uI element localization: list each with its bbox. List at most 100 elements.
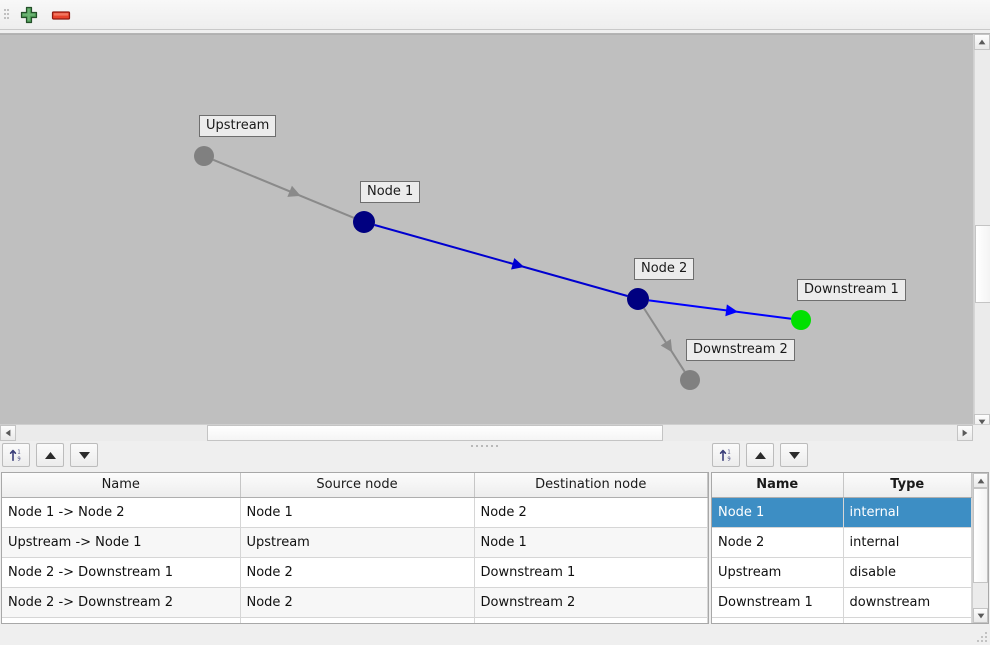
edge-table-column-header[interactable]: Source node (240, 473, 475, 498)
node-cell-type[interactable]: internal (843, 497, 972, 528)
toolbar-drag-handle[interactable] (4, 9, 9, 22)
node-cell-type[interactable]: disable (843, 557, 972, 588)
node-label-node2[interactable]: Node 2 (634, 258, 695, 280)
scroll-track[interactable] (974, 50, 990, 414)
add-button[interactable] (16, 4, 42, 26)
node-table-column-header[interactable]: Type (843, 473, 972, 498)
node-move-up-button[interactable] (746, 443, 774, 467)
edge-cell-name[interactable]: Upstream -> Node 1 (2, 527, 241, 558)
sort-arrows-icon: 1 9 (9, 449, 21, 462)
edge-arrowhead-node2-downstream2 (660, 339, 673, 353)
edge-move-down-button[interactable] (70, 443, 98, 467)
scroll-thumb[interactable] (973, 488, 988, 583)
svg-text:9: 9 (17, 456, 20, 462)
scroll-up-button[interactable] (973, 473, 988, 488)
node-cell-name[interactable]: Node 1 (712, 497, 844, 528)
graph-node-upstream[interactable] (194, 146, 214, 166)
edge-arrowhead-upstream-node1 (287, 185, 301, 197)
triangle-down-icon (978, 419, 986, 425)
node-cell-type[interactable]: downstream (843, 587, 972, 618)
scroll-down-button[interactable] (973, 608, 988, 623)
node-cell-name[interactable]: Upstream (712, 557, 844, 588)
edge-table-column-header[interactable]: Destination node (474, 473, 708, 498)
graph-horizontal-scrollbar[interactable] (0, 424, 990, 441)
triangle-up-icon (977, 478, 984, 483)
scrollbar-corner (973, 425, 990, 441)
edge-cell-empty (240, 617, 475, 623)
edge-cell-source-node[interactable]: Upstream (240, 527, 475, 558)
edge-table-empty-row (2, 617, 708, 623)
scroll-right-button[interactable] (957, 425, 973, 441)
main-toolbar (0, 0, 990, 30)
window-resize-grip[interactable] (977, 632, 987, 642)
scroll-thumb[interactable] (207, 425, 663, 441)
triangle-up-icon (754, 451, 766, 459)
node-table-empty-row (712, 617, 972, 623)
node-cell-type[interactable]: internal (843, 527, 972, 558)
panel-splitter[interactable] (0, 441, 990, 450)
graph-edge-node2-downstream2[interactable] (643, 307, 686, 373)
edge-cell-destination-node[interactable]: Downstream 1 (474, 557, 708, 588)
triangle-down-icon (977, 613, 984, 618)
node-cell-name[interactable]: Downstream 1 (712, 587, 844, 618)
node-label-downstream1[interactable]: Downstream 1 (797, 279, 906, 301)
triangle-up-icon (44, 451, 56, 459)
edge-cell-source-node[interactable]: Node 1 (240, 497, 475, 528)
node-label-upstream[interactable]: Upstream (199, 115, 277, 137)
scroll-up-button[interactable] (974, 34, 990, 50)
scroll-left-button[interactable] (0, 425, 16, 441)
edge-table-column-header[interactable]: Name (2, 473, 241, 498)
sort-arrows-icon: 1 9 (719, 449, 731, 462)
graph-vertical-scrollbar[interactable] (973, 34, 990, 430)
edge-cell-source-node[interactable]: Node 2 (240, 557, 475, 588)
triangle-down-icon (788, 451, 800, 459)
graph-edge-upstream-node1[interactable] (212, 158, 355, 219)
node-label-node1[interactable]: Node 1 (360, 181, 421, 203)
remove-button[interactable] (48, 4, 74, 26)
graph-node-downstream2[interactable] (680, 370, 700, 390)
graph-diagram[interactable] (0, 35, 972, 423)
scroll-thumb[interactable] (975, 225, 990, 303)
edge-cell-name[interactable]: Node 2 -> Downstream 1 (2, 557, 241, 588)
node-table-scrollbar[interactable] (972, 473, 988, 623)
edge-cell-destination-node[interactable]: Downstream 2 (474, 587, 708, 618)
node-sort-button[interactable]: 1 9 (712, 443, 740, 467)
edge-cell-source-node[interactable]: Node 2 (240, 587, 475, 618)
graph-edge-node2-downstream1[interactable] (648, 299, 792, 320)
graph-node-node1[interactable] (353, 211, 375, 233)
edge-cell-empty (474, 617, 708, 623)
edge-cell-destination-node[interactable]: Node 2 (474, 497, 708, 528)
svg-text:1: 1 (727, 449, 730, 455)
status-bar (0, 625, 990, 645)
edge-cell-destination-node[interactable]: Node 1 (474, 527, 708, 558)
triangle-down-icon (78, 451, 90, 459)
node-cell-name[interactable]: Node 2 (712, 527, 844, 558)
node-cell-empty (712, 617, 844, 623)
edge-move-up-button[interactable] (36, 443, 64, 467)
edge-sort-button[interactable]: 1 9 (2, 443, 30, 467)
node-move-down-button[interactable] (780, 443, 808, 467)
graph-node-node2[interactable] (627, 288, 649, 310)
node-table-column-header[interactable]: Name (712, 473, 844, 498)
graph-edge-node1-node2[interactable] (374, 224, 628, 297)
triangle-left-icon (5, 429, 11, 437)
edge-cell-name[interactable]: Node 2 -> Downstream 2 (2, 587, 241, 618)
graph-node-downstream1[interactable] (791, 310, 811, 330)
node-label-downstream2[interactable]: Downstream 2 (686, 339, 795, 361)
edge-cell-name[interactable]: Node 1 -> Node 2 (2, 497, 241, 528)
